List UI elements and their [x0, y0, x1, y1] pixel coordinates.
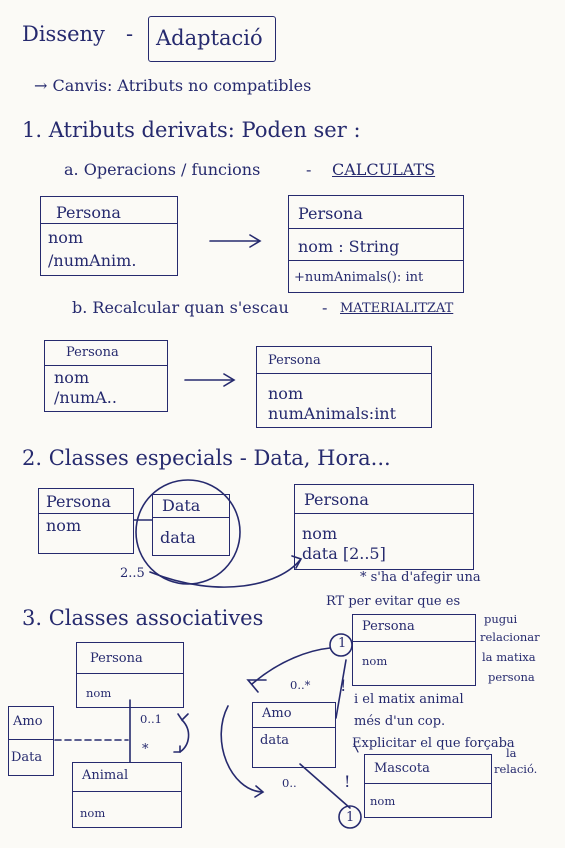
s1b-left-attr1: nom	[54, 368, 90, 387]
s1b-tag: MATERIALITZAT	[340, 301, 454, 316]
title-right: Adaptació	[156, 26, 263, 50]
s1a-arrow-head	[249, 234, 262, 248]
s3-mult-zero-star: 0..*	[290, 678, 311, 692]
s3-heading: 3. Classes associatives	[22, 606, 264, 630]
s1b-arrow-head	[223, 373, 236, 387]
s1b-label: b. Recalcular quan s'escau	[72, 298, 289, 317]
s1b-right-attr2: numAnimals:int	[268, 404, 397, 423]
s3-mult-bottom: *	[142, 742, 149, 757]
note1-line3: pugui	[484, 612, 518, 626]
s3-amo-name: Amo	[262, 706, 292, 721]
s3-bidir-arc	[179, 719, 190, 753]
s3-excl-bottom: !	[344, 772, 351, 791]
s3-top-connector	[251, 647, 331, 685]
s2-data-class	[152, 494, 230, 556]
s3-amo-to-persona	[335, 659, 347, 719]
s2-persona-name: Persona	[46, 492, 111, 511]
s3-bidir-head-bottom	[173, 745, 181, 753]
s2-persona-attr: nom	[46, 516, 82, 535]
title-box	[148, 16, 276, 62]
s1b-right-attr1: nom	[268, 384, 304, 403]
s2-persona-class	[38, 488, 134, 554]
note1-line2: RT per evitar que es	[326, 594, 461, 609]
s1a-label: a. Operacions / funcions	[64, 160, 261, 179]
s3-mascota-attr: nom	[370, 794, 396, 808]
note2-line2: més d'un cop.	[354, 714, 446, 729]
note2-line4: la	[506, 746, 517, 760]
s1b-dash: -	[322, 298, 328, 317]
s3-excl-top: !	[340, 676, 347, 695]
s3-amo-to-mascota	[299, 763, 351, 809]
s1-heading: 1. Atributs derivats: Poden ser :	[22, 118, 361, 142]
s2-right-class	[294, 484, 474, 570]
title-dash: -	[126, 22, 134, 46]
s3-mult-top: 0..1	[140, 712, 162, 726]
s3-animal-class	[72, 762, 182, 828]
s2-right-attr2: data [2..5]	[302, 544, 386, 563]
s3-top-arrowhead	[246, 679, 267, 693]
s1a-right-class	[288, 195, 464, 293]
note2-line3: Explicitar el que forçaba	[352, 736, 515, 751]
note2-line5: relació.	[494, 762, 538, 776]
s3-bidir-head-top	[177, 713, 189, 722]
s3-persona2-attr: nom	[362, 654, 388, 668]
s3-persona2-class	[352, 614, 476, 686]
note1-line1: * s'ha d'afegir una	[360, 570, 481, 585]
note2-line1: i el matix animal	[354, 692, 464, 707]
s1a-left-name: Persona	[56, 203, 121, 222]
s2-mult: 2..5	[120, 566, 145, 581]
s1b-left-class	[44, 340, 168, 412]
s1b-left-name: Persona	[66, 345, 119, 360]
note1-line4: relacionar	[480, 630, 540, 644]
s3-persona-attr: nom	[86, 686, 112, 700]
s2-curve-arrow	[149, 559, 301, 588]
s1a-right-attr: nom : String	[298, 237, 400, 256]
s3-one-top-circle	[329, 633, 353, 657]
s3-persona-name: Persona	[90, 651, 143, 666]
s3-amo-assoc-class	[8, 706, 54, 776]
s3-mascota-name: Mascota	[374, 761, 430, 776]
s2-heading: 2. Classes especials - Data, Hora...	[22, 446, 391, 470]
s2-right-name: Persona	[304, 490, 369, 509]
s3-side-arc-head	[254, 785, 265, 798]
s2-data-name: Data	[162, 496, 201, 515]
s1a-dash: -	[306, 160, 312, 179]
s3-mascota-class	[364, 754, 492, 818]
s1a-left-class	[40, 196, 178, 276]
s1b-right-name: Persona	[268, 353, 321, 368]
note-star	[353, 743, 359, 753]
s3-one-top: 1	[338, 636, 347, 651]
s1a-right-name: Persona	[298, 204, 363, 223]
s3-persona2-name: Persona	[362, 619, 415, 634]
intro-line: → Canvis: Atributs no compatibles	[34, 76, 312, 95]
s3-side-arc	[220, 705, 263, 793]
title-left: Disseny	[22, 22, 105, 46]
s3-one-bottom: 1	[346, 810, 355, 825]
note1-line6: persona	[488, 670, 535, 684]
s3-animal-attr: nom	[80, 806, 106, 820]
s1a-right-op: +numAnimals(): int	[294, 270, 424, 285]
s3-amo-class	[252, 702, 336, 768]
s1a-left-attr1: nom	[48, 228, 84, 247]
s3-amo-assoc-attr: Data	[11, 750, 43, 765]
s2-data-attr: data	[160, 528, 196, 547]
note1-line5: la matixa	[482, 650, 536, 664]
s2-right-attr1: nom	[302, 524, 338, 543]
s3-animal-name: Animal	[82, 768, 129, 783]
s3-amo-assoc-name: Amo	[13, 714, 43, 729]
s3-amo-attr: data	[260, 733, 290, 748]
s1b-right-class	[256, 346, 432, 428]
s1a-tag: CALCULATS	[332, 160, 436, 179]
s1a-left-attr2: /numAnim.	[48, 251, 137, 270]
s2-circle	[135, 479, 241, 585]
s3-one-bottom-circle	[338, 805, 362, 829]
s1b-left-attr2: /numA..	[54, 388, 117, 407]
s2-curve-head	[291, 555, 303, 569]
s3-mult-zero-bottom: 0..	[282, 776, 297, 790]
